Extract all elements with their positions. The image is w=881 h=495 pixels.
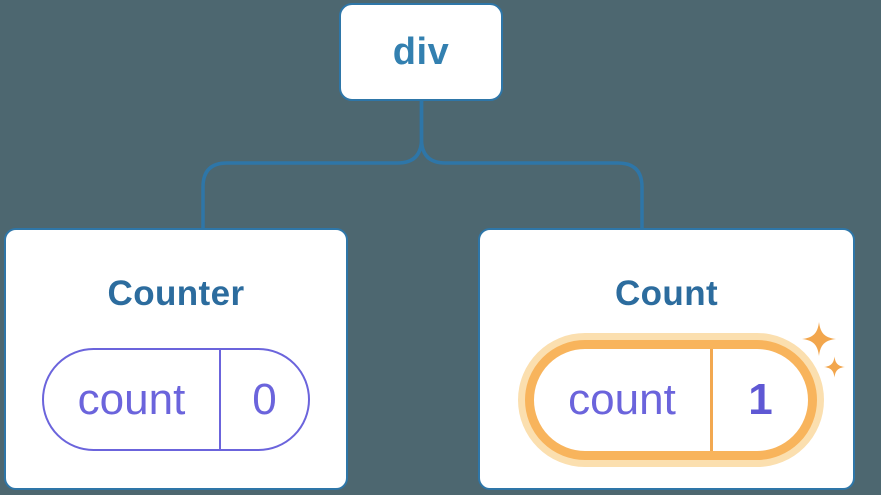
sparkle-icon: [824, 356, 845, 378]
connector-right-branch: [419, 100, 644, 228]
state-pill-highlighted: count 1: [525, 340, 817, 460]
connector-left-branch: [201, 100, 424, 228]
card-title: Counter: [107, 274, 245, 313]
root-node-label: div: [392, 30, 450, 73]
state-key-label: count: [77, 374, 186, 424]
card-title: Count: [614, 274, 719, 313]
sparkle-icon: [802, 322, 836, 356]
state-value: 1: [748, 375, 773, 424]
state-pill: count 0: [42, 348, 310, 451]
root-node: div: [339, 3, 503, 101]
pill-divider: [710, 349, 713, 451]
component-card-counter: Counter count 0: [4, 228, 348, 490]
pill-divider: [219, 350, 221, 449]
state-value: 0: [252, 374, 277, 424]
component-card-count: Count count 1: [478, 228, 855, 490]
state-key-label: count: [568, 375, 676, 424]
